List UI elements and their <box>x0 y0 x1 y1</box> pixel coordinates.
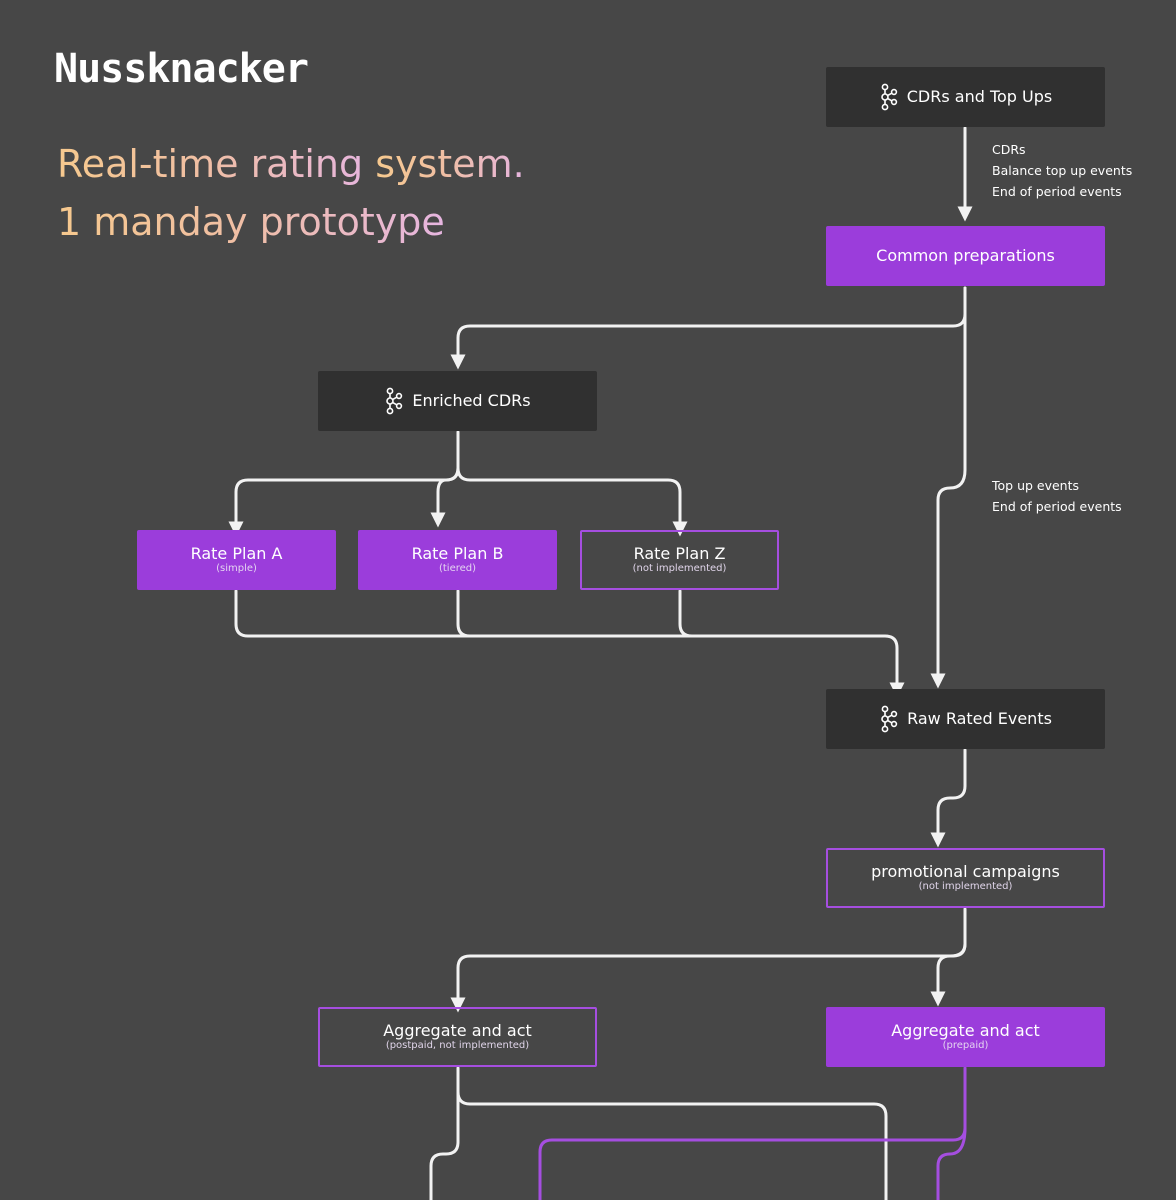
node-label: Rate Plan Z <box>633 544 726 563</box>
edge-enriched-to-plan-a <box>228 430 460 537</box>
nussknacker-logo: Nussknacker <box>54 46 309 92</box>
node-sublabel: (not implemented) <box>632 563 727 574</box>
edge-label-to-raw: Top up events End of period events <box>992 475 1122 517</box>
node-label: Raw Rated Events <box>907 709 1052 728</box>
edge-raw-to-promo <box>930 748 967 848</box>
edge-label-end-of-period: End of period events <box>992 184 1122 199</box>
edge-plan-b-merge <box>456 589 472 638</box>
node-promotional-campaigns[interactable]: promotional campaigns (not implemented) <box>826 848 1105 908</box>
node-label: Rate Plan A <box>190 544 283 563</box>
node-label: Enriched CDRs <box>412 391 531 410</box>
node-common-preparations[interactable]: Common preparations <box>826 226 1105 286</box>
node-enriched-cdrs[interactable]: Enriched CDRs <box>318 371 597 431</box>
edge-plans-to-raw <box>234 589 905 698</box>
node-aggregate-postpaid[interactable]: Aggregate and act (postpaid, not impleme… <box>318 1007 597 1067</box>
edge-prepaid-down-b <box>936 1126 967 1200</box>
node-label: Rate Plan B <box>411 544 504 563</box>
node-sublabel: (not implemented) <box>918 881 1013 892</box>
node-raw-rated-events[interactable]: Raw Rated Events <box>826 689 1105 749</box>
headline-line-1: Real-time rating system. <box>57 142 525 186</box>
edge-prepaid-down-a <box>538 1066 967 1200</box>
kafka-icon <box>880 83 897 111</box>
edge-enriched-to-plan-z <box>456 466 688 537</box>
kafka-icon <box>881 705 898 733</box>
edge-common-to-raw <box>930 286 967 689</box>
node-label: Aggregate and act <box>891 1021 1040 1040</box>
node-rate-plan-z[interactable]: Rate Plan Z (not implemented) <box>580 530 779 590</box>
edge-common-to-enriched <box>450 286 967 370</box>
edge-plan-z-merge <box>678 589 694 638</box>
node-rate-plan-b[interactable]: Rate Plan B (tiered) <box>358 530 557 590</box>
node-cdrs-and-top-ups[interactable]: CDRs and Top Ups <box>826 67 1105 127</box>
node-sublabel: (prepaid) <box>942 1040 989 1051</box>
node-label: Common preparations <box>876 246 1055 265</box>
node-sublabel: (postpaid, not implemented) <box>385 1040 530 1051</box>
headline-line-1-part-a: Real-time rating <box>57 142 376 186</box>
edge-label-to-common: CDRs Balance top up events End of period… <box>992 139 1132 202</box>
edge-label-cdrs: CDRs <box>992 142 1026 157</box>
kafka-icon <box>386 387 403 415</box>
edge-label-end-of-period-2: End of period events <box>992 499 1122 514</box>
node-label: CDRs and Top Ups <box>906 87 1053 106</box>
headline-line-1-part-b: system. <box>375 142 525 186</box>
edge-postpaid-down-a <box>429 1066 460 1200</box>
edge-promo-to-postpaid <box>450 907 967 1013</box>
edge-promo-to-prepaid <box>930 942 967 1007</box>
edge-postpaid-down-b <box>456 1090 888 1200</box>
node-sublabel: (simple) <box>216 563 257 574</box>
headline-line-2: 1 manday prototype <box>57 200 445 244</box>
node-label: promotional campaigns <box>871 862 1060 881</box>
node-rate-plan-a[interactable]: Rate Plan A (simple) <box>137 530 336 590</box>
edge-label-balance-topup: Balance top up events <box>992 163 1133 178</box>
node-sublabel: (tiered) <box>438 563 477 574</box>
edge-enriched-to-plan-b <box>430 466 460 528</box>
node-label: Aggregate and act <box>383 1021 532 1040</box>
edge-label-topup-events: Top up events <box>992 478 1080 493</box>
node-aggregate-prepaid[interactable]: Aggregate and act (prepaid) <box>826 1007 1105 1067</box>
